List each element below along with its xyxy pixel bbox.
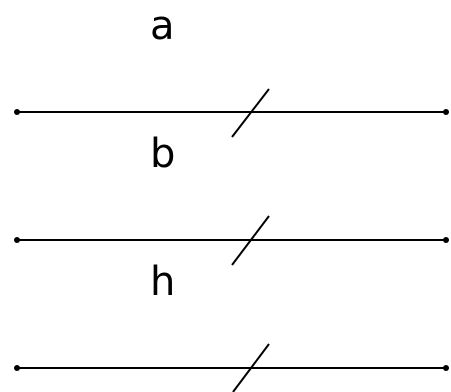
segment-h-tick-mark — [232, 343, 270, 392]
label-b: b — [150, 131, 175, 177]
label-h: h — [150, 259, 175, 305]
segment-a-tick-mark — [231, 88, 270, 138]
segment-a: a — [14, 3, 449, 138]
segment-b-tick-mark — [231, 215, 270, 266]
segment-b-end-point — [443, 237, 449, 243]
segment-h-start-point — [14, 365, 20, 371]
segment-b: b — [14, 131, 449, 266]
segment-h: h — [14, 259, 449, 392]
segment-a-end-point — [443, 109, 449, 115]
label-a: a — [150, 3, 175, 49]
segment-h-end-point — [443, 365, 449, 371]
segment-b-start-point — [14, 237, 20, 243]
segment-a-start-point — [14, 109, 20, 115]
